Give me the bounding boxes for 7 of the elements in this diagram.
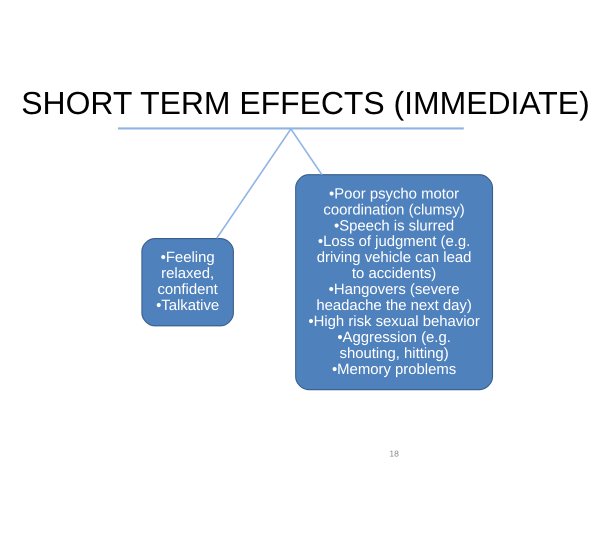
connector xyxy=(216,128,292,239)
node-box: •Poor psycho motor coordination (clumsy) •Speech is slurred •Loss of judgment (e.g. driving vehicle can lead to accidents) •Hangovers (severe headache the next day) •High risk sexual behavior •Aggression (e.g. shouting, hitting) •Memory problems xyxy=(295,174,494,390)
diagram-title: SHORT TERM EFFECTS (IMMEDIATE) xyxy=(21,85,590,122)
node-box: •Feeling relaxed, confident •Talkative xyxy=(141,238,234,326)
connector xyxy=(290,128,323,176)
label: 18 xyxy=(389,448,399,459)
node-bar xyxy=(118,127,464,130)
